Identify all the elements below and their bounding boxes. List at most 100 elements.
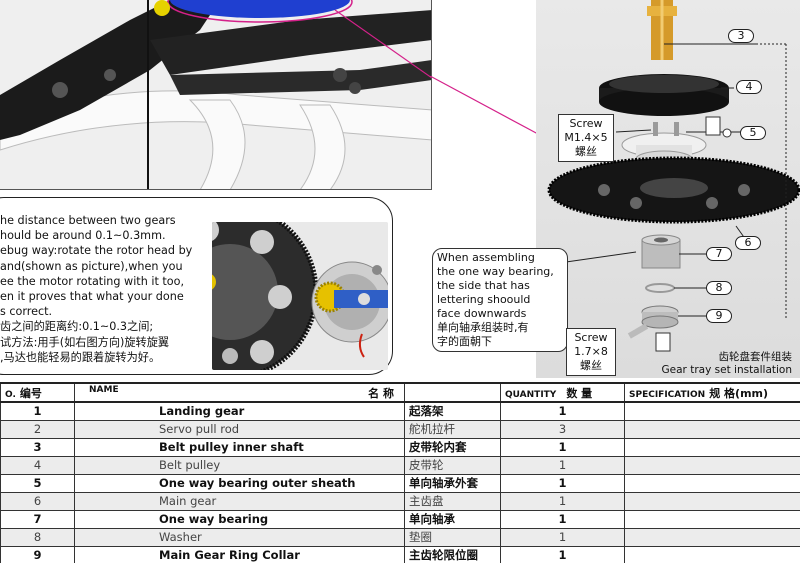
part-name-cell: One way bearing <box>74 509 405 529</box>
callout-line: 字的面朝下 <box>437 335 492 348</box>
part-name-cell: Servo pull rod <box>74 419 405 439</box>
bubble-line: 齿之间的距离约:0.1~0.3之间; <box>0 320 154 334</box>
callout-line: When assembling <box>437 251 535 264</box>
bubble-line: en it proves that what your done <box>0 290 184 304</box>
quantity-cell: 1 <box>500 509 625 529</box>
col-name-header: NAME 名 称 <box>74 382 405 403</box>
specification-cell <box>624 437 800 457</box>
connector-line <box>430 76 539 135</box>
quantity-cell: 1 <box>500 491 625 511</box>
specification-cell <box>624 401 800 421</box>
part-number-label: 7 <box>706 247 732 261</box>
part-name-cn-cell: 舵机拉杆 <box>404 419 501 439</box>
gear-distance-text: he distance between two gears hould be a… <box>0 213 212 365</box>
part-number-cell: 8 <box>0 527 75 547</box>
header-text: SPECIFICATION <box>629 389 706 400</box>
callout-line: 螺丝 <box>580 359 602 372</box>
part-name-cn-cell: 皮带轮 <box>404 455 501 475</box>
quantity-cell: 1 <box>500 473 625 493</box>
part-name-cell: Main gear <box>74 491 405 511</box>
specification-cell <box>624 491 800 511</box>
specification-cell <box>624 419 800 439</box>
bubble-line: ebug way:rotate the rotor head by <box>0 244 193 258</box>
figure-caption: 齿轮盘套件组装 Gear tray set installation <box>652 351 792 377</box>
bubble-line: s correct. <box>0 305 53 319</box>
callout-line: 螺丝 <box>575 145 597 158</box>
part-name-cell: Belt pulley <box>74 455 405 475</box>
part-name-cn-cell: 单向轴承外套 <box>404 473 501 493</box>
part-number-label: 8 <box>706 281 732 295</box>
part-name-cell: One way bearing outer sheath <box>74 473 405 493</box>
part-number-cell: 1 <box>0 401 75 421</box>
gear-tray-exploded-view <box>536 0 800 378</box>
bubble-line: hould be around 0.1~0.3mm. <box>0 229 166 243</box>
part-name-cn-cell: 单向轴承 <box>404 509 501 529</box>
caption-cn: 齿轮盘套件组装 <box>718 351 793 363</box>
part-number-cell: 7 <box>0 509 75 529</box>
part-name-cell: Landing gear <box>74 401 405 421</box>
part-number-cell: 6 <box>0 491 75 511</box>
specification-cell <box>624 545 800 563</box>
quantity-cell: 1 <box>500 455 625 475</box>
col-qty-header: QUANTITY 数 量 <box>500 382 625 403</box>
part-name-cell: Washer <box>74 527 405 547</box>
part-number-cell: 2 <box>0 419 75 439</box>
part-name-cn-cell: 起落架 <box>404 401 501 421</box>
quantity-cell: 1 <box>500 401 625 421</box>
specification-cell <box>624 527 800 547</box>
callout-line: the side that has <box>437 279 530 292</box>
header-text-cn: 数 量 <box>566 386 593 400</box>
part-name-cn-cell: 主齿盘 <box>404 491 501 511</box>
part-number-label: 6 <box>735 236 761 250</box>
quantity-cell: 1 <box>500 527 625 547</box>
part-number-label: 5 <box>740 126 766 140</box>
header-text-cn: 名 称 <box>368 386 394 400</box>
callout-line: 1.7×8 <box>574 345 608 358</box>
part-number-cell: 4 <box>0 455 75 475</box>
specification-cell <box>624 509 800 529</box>
header-text: NAME <box>89 384 119 395</box>
part-name-cell: Main Gear Ring Collar <box>74 545 405 563</box>
bubble-line: ee the motor rotating with it too, <box>0 274 185 288</box>
callout-line: Screw <box>569 117 603 130</box>
header-text: QUANTITY <box>505 389 557 400</box>
quantity-cell: 3 <box>500 419 625 439</box>
screw-17-callout: Screw 1.7×8 螺丝 <box>566 328 616 376</box>
callout-line: Screw <box>574 331 608 344</box>
callout-line: 单向轴承组装时,有 <box>437 321 529 334</box>
specification-cell <box>624 455 800 475</box>
bubble-line: he distance between two gears <box>0 214 176 227</box>
part-number-cell: 9 <box>0 545 75 563</box>
gear-mesh-photo <box>212 222 388 370</box>
part-number-label: 4 <box>736 80 762 94</box>
bubble-line: 试方法:用手(如右图方向)旋转旋翼 <box>0 335 170 349</box>
part-number-label: 9 <box>706 309 732 323</box>
part-number-cell: 5 <box>0 473 75 493</box>
header-text-cn: 规 格(mm) <box>709 386 769 400</box>
part-number-label: 3 <box>728 29 754 43</box>
helicopter-frame-photo <box>0 0 432 190</box>
screw-m14-callout: Screw M1.4×5 螺丝 <box>558 114 614 162</box>
col-no-header: O.编号 <box>0 382 75 403</box>
bubble-line: and(shown as picture),when you <box>0 259 183 273</box>
part-name-cell: Belt pulley inner shaft <box>74 437 405 457</box>
header-text: O. <box>5 389 16 400</box>
bubble-line: ,马达也能轻易的跟着旋转为好。 <box>0 350 161 364</box>
callout-line: M1.4×5 <box>564 131 608 144</box>
callout-line: face downwards <box>437 307 527 320</box>
quantity-cell: 1 <box>500 437 625 457</box>
col-cn-header <box>404 382 501 403</box>
callout-line: the one way bearing, <box>437 265 554 278</box>
specification-cell <box>624 473 800 493</box>
part-number-cell: 3 <box>0 437 75 457</box>
one-way-bearing-note: When assembling the one way bearing, the… <box>432 248 568 352</box>
